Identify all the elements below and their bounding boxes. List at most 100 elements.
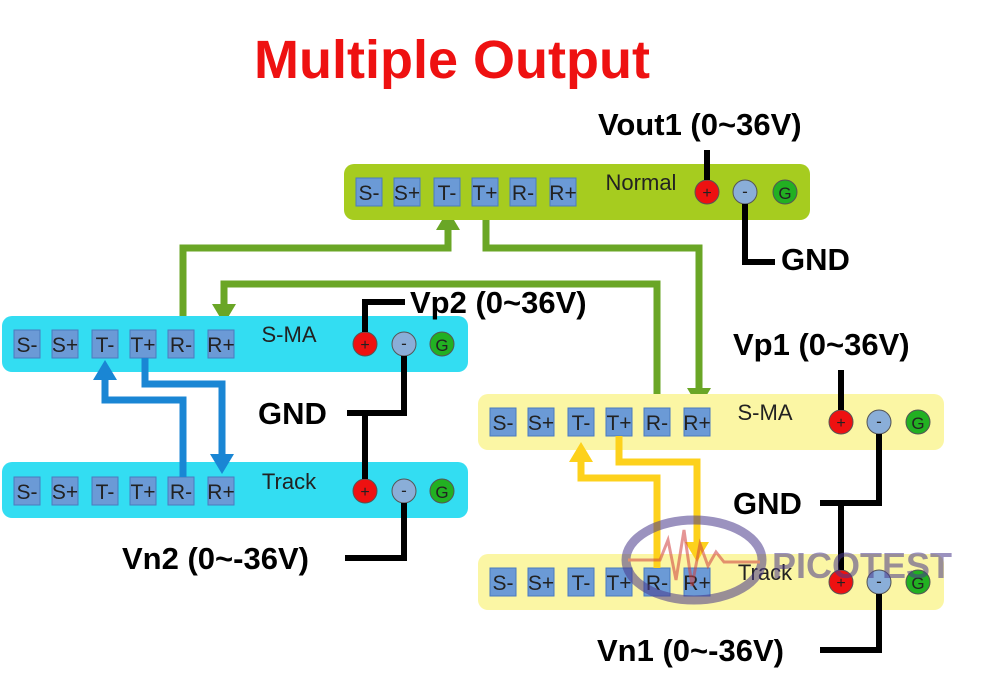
post-label: + (360, 484, 369, 501)
terminal-s-minus (489, 567, 517, 597)
gnd-left-label: GND (258, 396, 327, 431)
watermark-text: PICOTEST (772, 545, 952, 586)
ground-post (905, 409, 931, 435)
terminal-label: T+ (472, 182, 497, 205)
terminal-s-plus (527, 567, 555, 597)
terminal-t-minus (567, 407, 595, 437)
terminal-t-minus (433, 177, 461, 207)
unit-label: Track (262, 469, 317, 494)
gnd-top-lead (742, 204, 775, 265)
post-label: G (911, 574, 924, 593)
post-label: - (401, 481, 407, 500)
post-label: G (911, 414, 924, 433)
terminal-s-minus (489, 407, 517, 437)
terminal-t-plus (129, 476, 157, 506)
terminal-label: S+ (52, 481, 78, 504)
terminal-label: S- (493, 412, 514, 435)
terminal-label: R+ (683, 412, 710, 435)
watermark-logo-wave (628, 529, 760, 587)
terminal-r-plus (207, 476, 235, 506)
ground-post (905, 569, 931, 595)
diagram-title: Multiple Output (254, 30, 650, 90)
terminal-t-minus (91, 329, 119, 359)
terminal-label: S+ (394, 182, 420, 205)
terminal-label: T+ (130, 481, 155, 504)
unit-label: S-MA (738, 400, 793, 425)
unit-normal: S- S+ T- T+ R- R+ Normal + - G (344, 164, 810, 220)
terminal-label: S+ (528, 412, 554, 435)
terminal-s-plus (51, 329, 79, 359)
terminal-label: T- (96, 481, 115, 504)
terminal-label: R+ (207, 481, 234, 504)
vn2-lead (345, 503, 407, 561)
post-label: G (778, 184, 791, 203)
vp1-label: Vp1 (0~36V) (733, 327, 910, 362)
post-label: G (435, 336, 448, 355)
post-label: - (876, 572, 882, 591)
vout1-label: Vout1 (0~36V) (598, 107, 802, 142)
terminal-label: T- (572, 572, 591, 595)
terminal-label: R- (646, 412, 668, 435)
post-label: G (435, 483, 448, 502)
terminal-label: T- (96, 334, 115, 357)
gnd-left-lead (362, 356, 407, 479)
terminal-label: T+ (606, 412, 631, 435)
blue-wire-track-rminus-to-sma-tminus (101, 376, 187, 477)
unit-left-sma: S- S+ T- T+ R- R+ S-MA + - G (2, 316, 468, 372)
picotest-watermark: PICOTEST (621, 515, 952, 605)
unit-label: Normal (606, 170, 677, 195)
vp2-lead (362, 299, 405, 332)
terminal-t-minus (567, 567, 595, 597)
green-wire-left-rminus-to-normal-tminus (179, 228, 452, 330)
terminal-label: S+ (528, 572, 554, 595)
post-label: + (702, 185, 711, 202)
gnd-right-lead (838, 434, 882, 570)
unit-left-track: S- S+ T- T+ R- R+ Track + - G (2, 462, 468, 518)
terminal-t-minus (91, 476, 119, 506)
post-label: + (360, 337, 369, 354)
terminal-s-minus (13, 329, 41, 359)
terminal-label: T+ (130, 334, 155, 357)
terminal-r-minus (509, 177, 537, 207)
terminal-label: S- (17, 334, 38, 357)
terminal-label: S+ (52, 334, 78, 357)
blue-arrow-head (210, 454, 234, 474)
vn2-label: Vn2 (0~-36V) (122, 541, 309, 576)
terminal-label: S- (493, 572, 514, 595)
post-label: + (836, 575, 845, 592)
yellow-wire-sma-tplus-to-track-rplus (615, 436, 701, 546)
yellow-wire-track-rminus-to-sma-tminus (577, 458, 661, 568)
terminal-label: T- (572, 412, 591, 435)
blue-wire-sma-tplus-to-track-rplus (141, 358, 226, 456)
unit-right-sma: S- S+ T- T+ R- R+ S-MA + - G (478, 394, 944, 450)
terminal-s-plus (51, 476, 79, 506)
ground-post (429, 478, 455, 504)
gnd-right-label: GND (733, 486, 802, 521)
terminal-label: T- (438, 182, 457, 205)
terminal-label: R+ (549, 182, 576, 205)
terminal-r-plus (207, 329, 235, 359)
terminal-r-minus (167, 329, 195, 359)
terminal-r-minus (643, 407, 671, 437)
terminal-t-plus (129, 329, 157, 359)
yellow-arrow-head (569, 442, 593, 462)
ground-post (772, 179, 798, 205)
terminal-t-plus (471, 177, 499, 207)
green-wire-right-rminus-to-left-rplus (220, 280, 661, 408)
blue-arrow-head (93, 360, 117, 380)
terminal-r-plus (683, 567, 711, 597)
terminal-block: S- S+ T- T+ R- R+ (355, 177, 577, 207)
post-label: - (742, 182, 748, 201)
terminal-s-plus (527, 407, 555, 437)
terminal-label: R- (512, 182, 534, 205)
terminal-label: T+ (606, 572, 631, 595)
ground-post (429, 331, 455, 357)
terminal-r-plus (549, 177, 577, 207)
terminal-s-minus (13, 476, 41, 506)
terminal-s-plus (393, 177, 421, 207)
unit-label: S-MA (262, 322, 317, 347)
terminal-label: R- (170, 481, 192, 504)
vp2-label: Vp2 (0~36V) (410, 285, 587, 320)
green-wire-normal-tplus-to-right-rplus (482, 207, 703, 392)
